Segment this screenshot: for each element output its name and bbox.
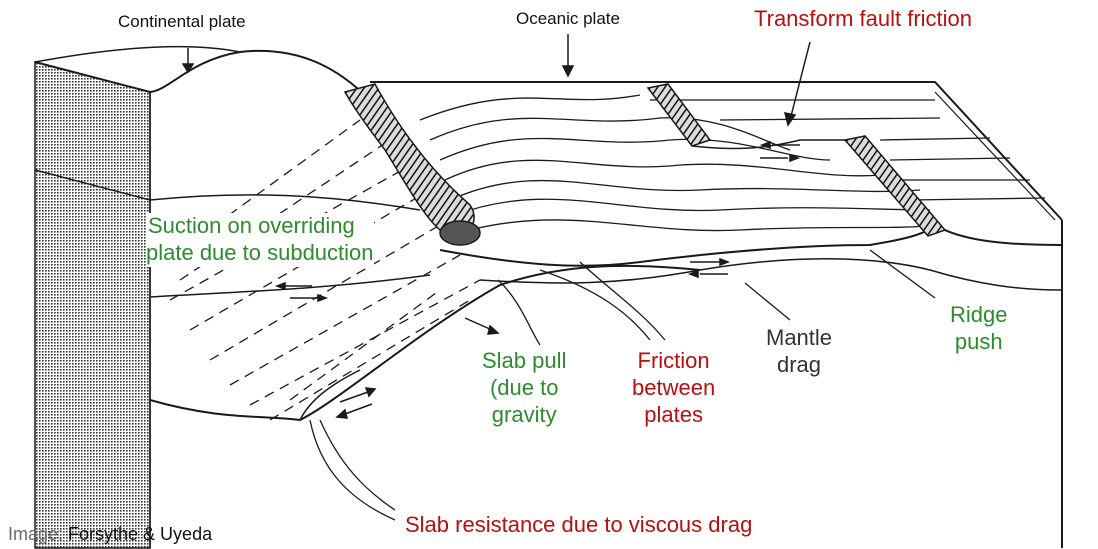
transform-fault-line	[691, 139, 845, 150]
transform-fault-friction-label: Transform fault friction	[754, 6, 973, 31]
friction-between-plates-label: Friction between plates	[632, 348, 715, 428]
oceanic-surface-lines	[419, 94, 1046, 232]
continental-layer-lower	[149, 274, 431, 298]
suction-line-2: plate due to subduction	[146, 239, 374, 267]
friction-line-1: Friction	[637, 348, 710, 373]
suction-line-1: Suction on overriding	[146, 213, 374, 240]
ridge-segment-lower	[843, 135, 947, 237]
continental-plate-label: Continental plate	[118, 12, 246, 31]
slab-pull-line-3: gravity	[491, 401, 557, 427]
subducted-slab-dashes	[159, 119, 481, 421]
mantle-line-2: drag	[777, 351, 822, 377]
image-credit: Image: Forsythe & Uyeda	[8, 524, 212, 546]
slab-tip	[299, 369, 361, 421]
credit-source: Forsythe & Uyeda	[68, 524, 213, 544]
ridge-push-label: Ridge push	[950, 302, 1007, 356]
leader-lines	[309, 249, 936, 521]
block-side-face	[34, 61, 151, 549]
mantle-drag-label: Mantle drag	[766, 325, 832, 379]
oceanic-base-line	[479, 258, 1063, 291]
slab-pull-line-2: (due to	[489, 374, 559, 400]
continental-layer-upper	[149, 194, 421, 211]
oceanic-plate-label: Oceanic plate	[516, 9, 620, 28]
oceanic-back-edge-inner	[934, 91, 1056, 221]
continental-top-back	[34, 45, 241, 63]
suction-label: Suction on overriding plate due to subdu…	[146, 213, 374, 267]
ridge-line-2: push	[954, 328, 1003, 354]
side-face-layer-line	[34, 169, 151, 201]
friction-line-2: between	[632, 374, 716, 400]
ridge-line-1: Ridge	[950, 302, 1008, 327]
slab-resistance-label: Slab resistance due to viscous drag	[405, 512, 753, 537]
slab-lower-edge	[149, 264, 701, 422]
oceanic-front-surface	[439, 223, 1063, 267]
slab-pull-label: Slab pull (due to gravity	[482, 348, 566, 428]
ridge-segment-upper	[646, 83, 712, 147]
oceanic-back-edge	[370, 81, 1063, 221]
credit-prefix: Image:	[8, 524, 69, 544]
mantle-line-1: Mantle	[766, 325, 833, 350]
trench-end	[439, 220, 481, 246]
stress-arrows	[274, 140, 801, 419]
friction-line-3: plates	[644, 401, 703, 427]
slab-pull-line-1: Slab pull	[482, 348, 567, 373]
pointer-arrows	[181, 34, 811, 127]
